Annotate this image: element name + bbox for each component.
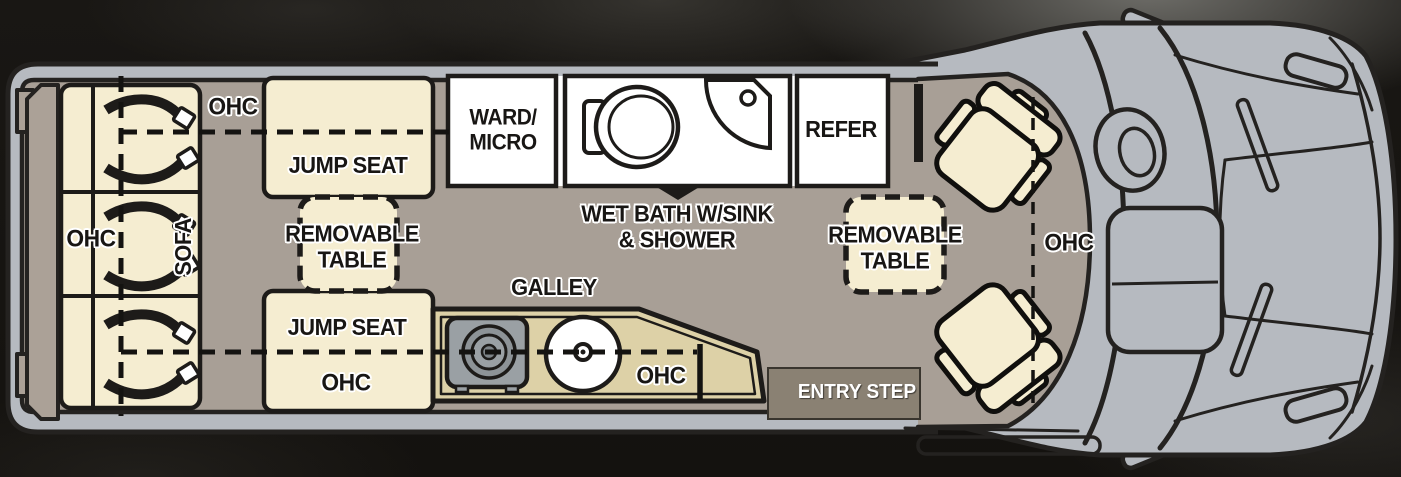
entry-step-area xyxy=(767,367,921,420)
label-removable-table-rear: REMOVABLE TABLE xyxy=(285,220,419,273)
seat-belt-icon xyxy=(103,94,201,185)
label-wet-bath: WET BATH W/SINK & SHOWER xyxy=(581,200,773,253)
label-galley: GALLEY xyxy=(511,274,597,301)
label-jump-seat-rear: JUMP SEAT xyxy=(287,314,407,341)
toilet-icon xyxy=(582,84,681,170)
seat-belt-icon xyxy=(103,201,201,292)
label-line: WARD/ xyxy=(469,104,537,130)
door-sill xyxy=(903,426,1102,456)
label-ohc-rear-side: OHC xyxy=(66,225,116,253)
label-line: REMOVABLE xyxy=(285,220,419,247)
label-line: TABLE xyxy=(860,247,930,273)
swivel-seat-driver xyxy=(934,81,1063,213)
cab-floor-edge xyxy=(915,71,1093,430)
headlight-icon xyxy=(1283,52,1349,424)
label-refer: REFER xyxy=(805,116,877,143)
label-jump-seat-front: JUMP SEAT xyxy=(288,152,408,179)
sofa xyxy=(58,82,203,411)
label-entry-step: ENTRY STEP xyxy=(797,380,917,403)
wet-bath-pointer-arrow xyxy=(655,186,701,200)
label-ward-micro: WARD/ MICRO xyxy=(469,104,537,154)
wiper-blade-icon xyxy=(1229,97,1280,378)
refer-cabinet xyxy=(794,73,891,189)
label-line: & SHOWER xyxy=(618,226,736,252)
cab-wall-end xyxy=(914,84,923,162)
shower-faucet-dot xyxy=(739,89,757,107)
corner-shower-icon xyxy=(703,78,772,151)
label-removable-table-front: REMOVABLE TABLE xyxy=(828,221,962,274)
bed-extension-lines xyxy=(118,76,1035,416)
stove-icon xyxy=(444,315,530,394)
removable-table-front-box xyxy=(843,194,947,295)
label-ohc-cab: OHC xyxy=(1044,229,1094,257)
steering-wheel-icon xyxy=(1093,107,1167,193)
rear-door-panel xyxy=(15,83,60,421)
label-line: REMOVABLE xyxy=(828,221,962,248)
label-ohc-jump-seat: OHC xyxy=(321,369,371,397)
swivel-seat-passenger xyxy=(934,282,1063,414)
seat-belt-icon xyxy=(103,309,201,400)
hood-detail xyxy=(1173,36,1382,440)
label-ohc-galley: OHC xyxy=(636,362,686,390)
sink-icon xyxy=(543,314,623,394)
center-console xyxy=(1105,205,1225,355)
label-line: MICRO xyxy=(469,129,537,154)
removable-table-rear-box xyxy=(297,194,400,294)
label-sofa: SOFA xyxy=(170,218,197,276)
label-line: TABLE xyxy=(317,246,387,272)
label-line: WET BATH W/SINK xyxy=(581,200,773,227)
jump-seat-front-box xyxy=(261,75,436,200)
label-ohc-rear-top: OHC xyxy=(208,93,258,121)
